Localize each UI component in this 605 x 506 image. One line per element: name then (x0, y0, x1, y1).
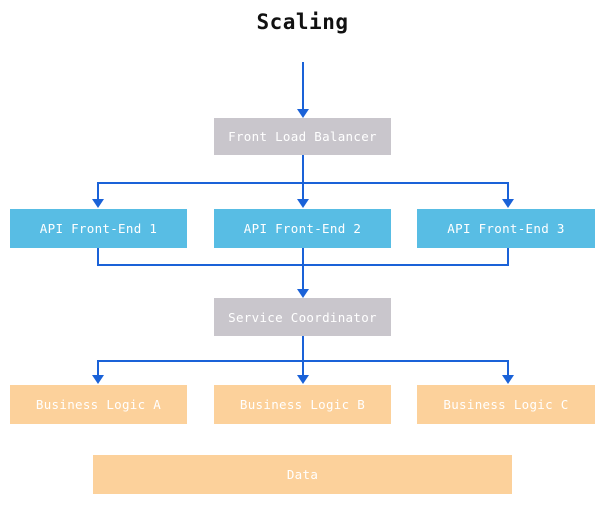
node-api-front-end-2[interactable]: API Front-End 2 (214, 209, 391, 248)
node-data[interactable]: Data (93, 455, 512, 494)
arrowhead-merge-to-service-coordinator (297, 289, 309, 298)
node-api-front-end-3-label: API Front-End 3 (447, 221, 565, 236)
edge-flb-to-api-3 (507, 182, 509, 202)
arrowhead-coordinator-to-logic-c (502, 375, 514, 384)
edge-coordinator-to-logic-c (507, 360, 509, 378)
node-data-label: Data (286, 467, 319, 482)
node-business-logic-b[interactable]: Business Logic B (214, 385, 391, 424)
edge-flb-stem (302, 155, 304, 183)
edge-coordinator-to-logic-a (97, 360, 99, 378)
node-front-load-balancer[interactable]: Front Load Balancer (214, 118, 391, 155)
node-business-logic-c-label: Business Logic C (443, 397, 569, 412)
node-service-coordinator[interactable]: Service Coordinator (214, 298, 391, 336)
node-business-logic-b-label: Business Logic B (239, 397, 366, 412)
node-business-logic-a[interactable]: Business Logic A (10, 385, 187, 424)
edge-api-1-down (97, 248, 99, 266)
edge-merge-to-service-coordinator (302, 264, 304, 293)
node-business-logic-c[interactable]: Business Logic C (417, 385, 595, 424)
edge-inbound-to-front-load-balancer (302, 62, 304, 112)
node-service-coordinator-label: Service Coordinator (228, 309, 377, 325)
arrowhead-coordinator-to-logic-a (92, 375, 104, 384)
arrowhead-flb-to-api-3 (502, 199, 514, 208)
arrowhead-inbound-to-front-load-balancer (297, 109, 309, 118)
edge-api-2-down (302, 248, 304, 266)
arrowhead-flb-to-api-2 (297, 199, 309, 208)
edge-flb-to-api-2 (302, 182, 304, 202)
edge-flb-to-api-1 (97, 182, 99, 202)
node-business-logic-a-label: Business Logic A (35, 397, 162, 412)
node-api-front-end-1[interactable]: API Front-End 1 (10, 209, 187, 248)
page-title: Scaling (256, 10, 349, 34)
node-api-front-end-3[interactable]: API Front-End 3 (417, 209, 595, 248)
node-api-front-end-2-label: API Front-End 2 (243, 221, 362, 236)
edge-coordinator-to-logic-b (302, 360, 304, 378)
edge-api-3-down (507, 248, 509, 266)
edge-coordinator-stem (302, 336, 304, 362)
arrowhead-coordinator-to-logic-b (297, 375, 309, 384)
node-api-front-end-1-label: API Front-End 1 (39, 221, 158, 236)
node-front-load-balancer-label: Front Load Balancer (228, 129, 377, 144)
arrowhead-flb-to-api-1 (92, 199, 104, 208)
